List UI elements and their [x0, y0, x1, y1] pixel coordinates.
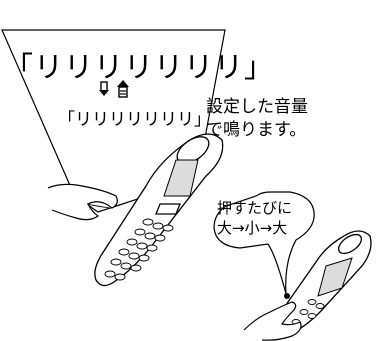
- volume-note: 設定した音量 で鳴ります。: [206, 96, 308, 142]
- volume-note-line1: 設定した音量: [206, 97, 308, 117]
- press-note: 押すたびに 大→小→大: [217, 198, 292, 238]
- volume-note-line2: で鳴ります。: [206, 120, 307, 140]
- left-handset: [94, 133, 224, 287]
- ring-sound-small: 「リリリリリリリ」: [58, 110, 211, 130]
- right-hand: [243, 301, 302, 341]
- press-bubble: [213, 191, 315, 295]
- side-button-marker: [284, 293, 290, 299]
- up-arrow-icon: [116, 79, 130, 98]
- ring-sound-large: 「リリリリリリリ」: [4, 50, 275, 84]
- right-handset: [279, 230, 372, 334]
- press-note-line1: 押すたびに: [217, 199, 293, 217]
- press-note-line2: 大→小→大: [217, 219, 288, 237]
- down-arrow-icon: [98, 81, 110, 98]
- left-hand: [47, 183, 118, 221]
